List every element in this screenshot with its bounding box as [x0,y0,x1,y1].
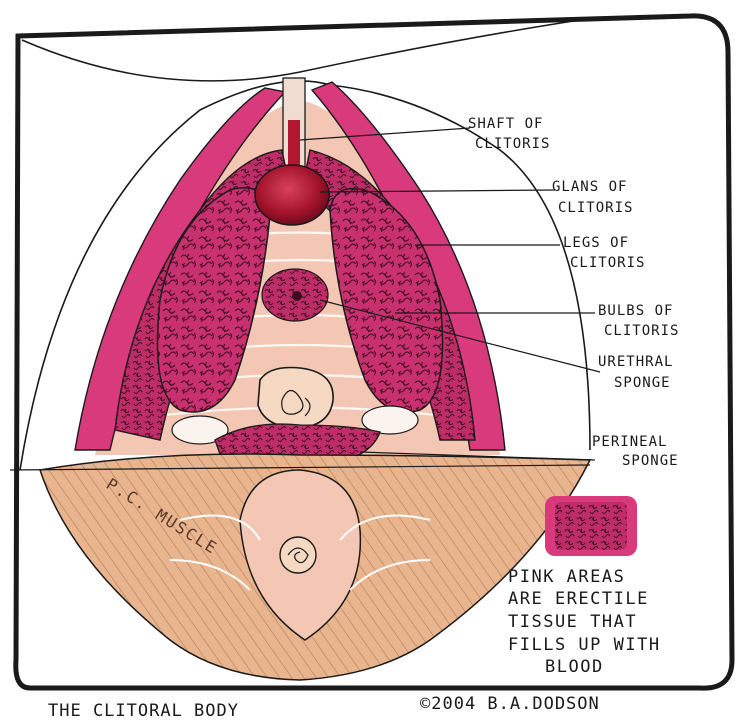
legend-note-line1: PINK AREAS [508,567,625,587]
anal-contour-lines [169,514,431,591]
label-urethral-line1: URETHRAL [598,354,673,370]
label-bulbs-line2: CLITORIS [604,323,679,339]
label-shaft-line1: SHAFT OF [468,116,543,132]
erectile-tissue-swatch-texture [555,502,627,550]
left-bulb-of-clitoris [156,187,271,413]
label-perineal-line1: PERINEAL [592,434,667,450]
label-urethral-line2: SPONGE [614,375,671,391]
urethral-center [292,291,302,301]
copyright-credit: ©2004 B.A.DODSON [420,694,600,714]
legend-note-line4: FILLS UP WITH [508,635,661,655]
label-legs-line2: CLITORIS [570,255,645,271]
label-glans-line1: GLANS OF [552,179,627,195]
label-bulbs-line1: BULBS OF [598,303,673,319]
leader-lines [299,127,601,461]
shaft-core [288,120,300,175]
perineum-line [9,464,591,471]
legend-note-line3: TISSUE THAT [508,612,637,632]
label-shaft-line2: CLITORIS [475,136,550,152]
right-gland [361,405,419,435]
legend-note-line2: ARE ERECTILE [508,589,649,609]
anus [279,536,317,574]
vaginal-inner-folds [281,389,311,417]
label-glans-line2: CLITORIS [558,200,633,216]
thigh-outline [21,19,581,82]
clitoral-glans [254,164,330,226]
drawing-frame [13,13,735,691]
legend-note-line5: BLOOD [545,657,604,677]
anus-folds [287,547,309,564]
label-legs-line1: LEGS OF [563,235,629,251]
diagram-title: THE CLITORAL BODY [48,701,239,721]
vaginal-opening [257,366,334,429]
label-perineal-line2: SPONGE [622,453,679,469]
left-gland [171,415,229,445]
